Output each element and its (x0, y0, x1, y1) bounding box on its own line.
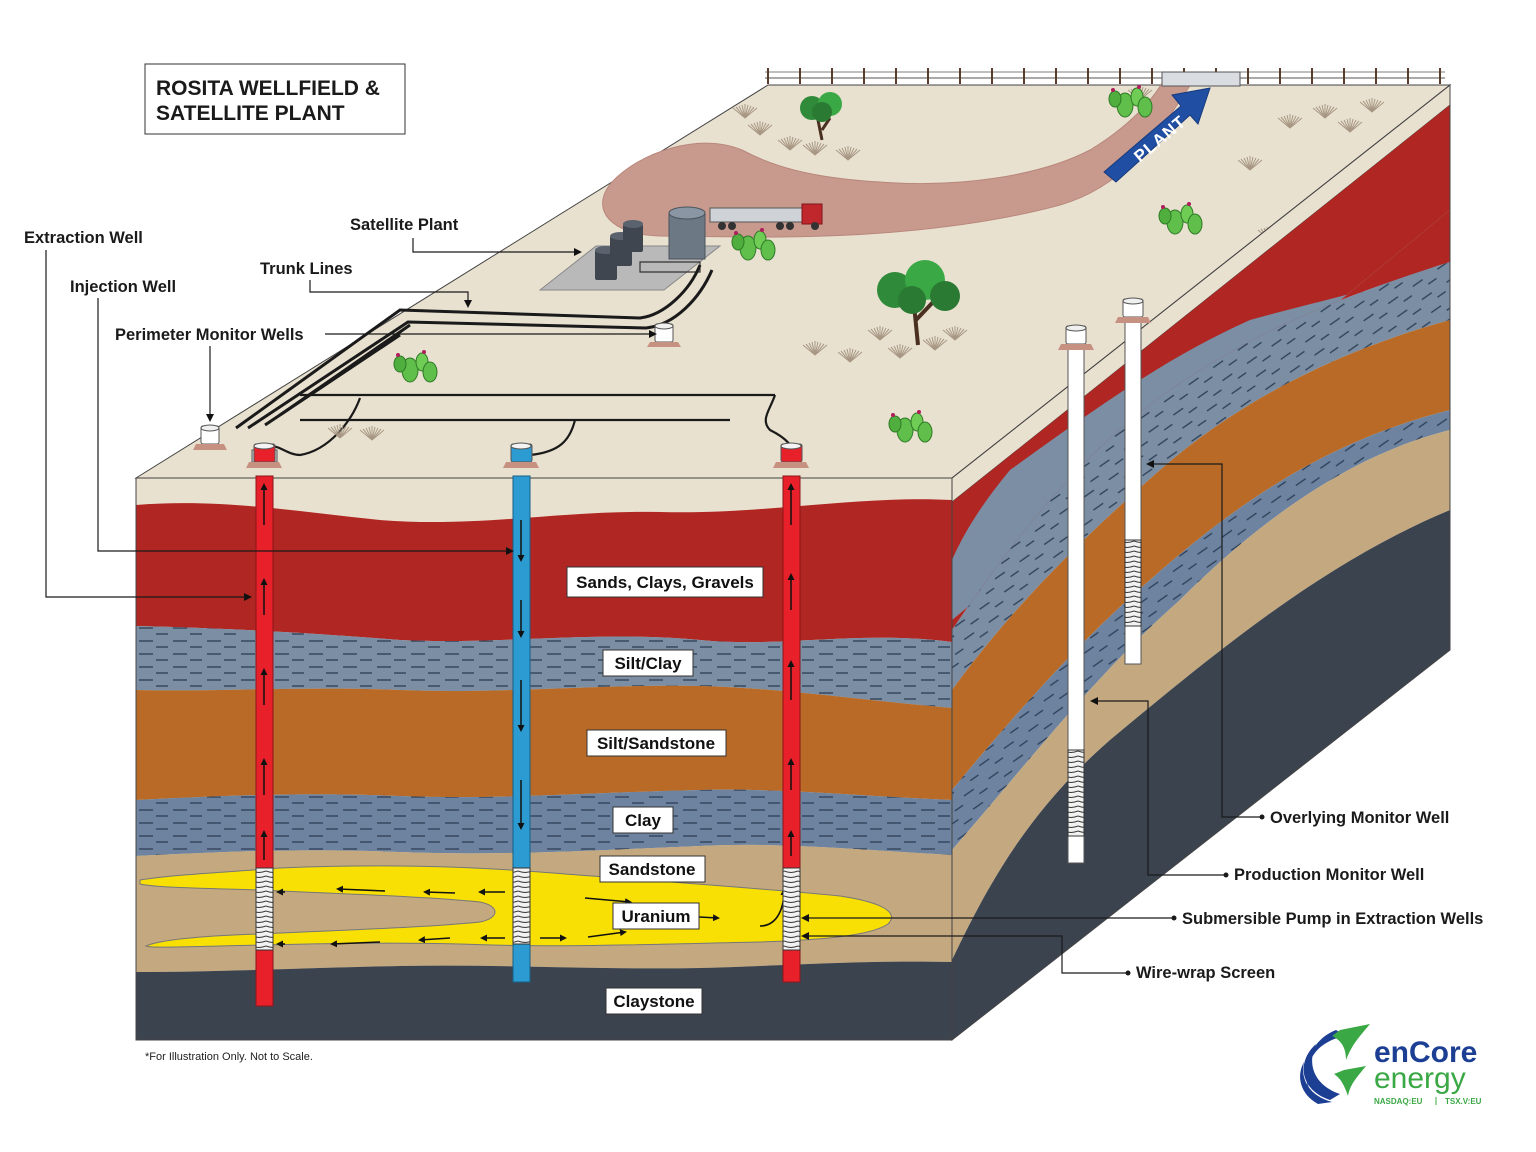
grass-tuft (1277, 114, 1303, 129)
logo-ticker-nasdaq: NASDAQ:EU (1374, 1097, 1423, 1106)
well-flow-arrows (260, 483, 795, 860)
perimeter-monitor-well (193, 424, 227, 450)
label-trunk-lines: Trunk Lines (260, 260, 353, 278)
grass-tuft (942, 326, 968, 341)
tree (877, 260, 960, 346)
grass-tuft (1312, 104, 1338, 119)
layer-label-clay: Clay (612, 806, 674, 834)
grass-tuft (867, 326, 893, 341)
grass-tuft (1337, 118, 1363, 133)
label-submersible-pump: Submersible Pump in Extraction Wells (1182, 910, 1483, 928)
grass-tuft (1359, 98, 1385, 113)
logo-text-encore: enCore (1374, 1036, 1477, 1069)
grass-tuft (1237, 156, 1263, 171)
access-road (602, 77, 1196, 238)
grass-tuft (802, 341, 828, 356)
extraction-well-left (246, 442, 282, 1007)
satellite-plant (538, 203, 823, 291)
grass-tuft (777, 136, 803, 151)
label-satellite-plant: Satellite Plant (350, 216, 459, 234)
production-monitor-well (1058, 324, 1094, 864)
overlying-monitor-well (1115, 297, 1151, 665)
label-wire-wrap-screen: Wire-wrap Screen (1136, 964, 1275, 982)
label-production-monitor-well: Production Monitor Well (1234, 866, 1424, 884)
footnote: *For Illustration Only. Not to Scale. (145, 1051, 313, 1063)
layer-label-silt-sandstone: Silt/Sandstone (586, 729, 727, 757)
layer-name: Claystone (613, 992, 694, 1011)
layer-label-uranium: Uranium (612, 902, 700, 930)
trunk-lines (235, 264, 714, 430)
layer-label-sandstone: Sandstone (599, 855, 706, 883)
grass-tuft (327, 424, 353, 439)
cactus (393, 350, 438, 383)
extraction-well-right (773, 442, 809, 983)
fence (765, 68, 1445, 87)
cactus (731, 228, 776, 261)
layer-name: Clay (625, 811, 661, 830)
cactus (888, 410, 933, 443)
leader-lines (45, 238, 1265, 976)
label-injection-well: Injection Well (70, 278, 176, 296)
grass-tuft (922, 336, 948, 351)
title-box: ROSITA WELLFIELD & SATELLITE PLANT (144, 63, 406, 135)
grass-tuft (732, 104, 758, 119)
grass-tuft (887, 344, 913, 359)
grass-tuft (802, 141, 828, 156)
layer-name: Sandstone (609, 860, 696, 879)
label-overlying-monitor-well: Overlying Monitor Well (1270, 809, 1449, 827)
label-perimeter-monitor-wells: Perimeter Monitor Wells (115, 326, 304, 344)
encore-energy-logo: enCore energy NASDAQ:EU TSX.V:EU (1300, 1024, 1482, 1106)
layer-name: Sands, Clays, Gravels (576, 573, 754, 592)
grass-tuft (837, 348, 863, 363)
layer-label-claystone: Claystone (605, 987, 703, 1015)
label-extraction-well: Extraction Well (24, 229, 143, 247)
logo-ticker-tsxv: TSX.V:EU (1445, 1097, 1482, 1106)
title-line-2: SATELLITE PLANT (156, 102, 345, 125)
layer-name: Silt/Sandstone (597, 734, 715, 753)
lateral-lines (267, 393, 794, 457)
layer-name: Silt/Clay (614, 654, 682, 673)
layer-label-silt-clay: Silt/Clay (602, 649, 694, 677)
grass-tuft (835, 146, 861, 161)
layer-label-sands: Sands, Clays, Gravels (566, 566, 764, 598)
tree (800, 92, 842, 141)
layer-name: Uranium (622, 907, 691, 926)
logo-text-energy: energy (1374, 1062, 1466, 1095)
cactus (1108, 85, 1153, 118)
grass-tuft (747, 121, 773, 136)
cactus (1158, 202, 1203, 235)
cacti (393, 85, 1203, 443)
grass-tuft (359, 426, 385, 441)
title-line-1: ROSITA WELLFIELD & (156, 77, 380, 100)
